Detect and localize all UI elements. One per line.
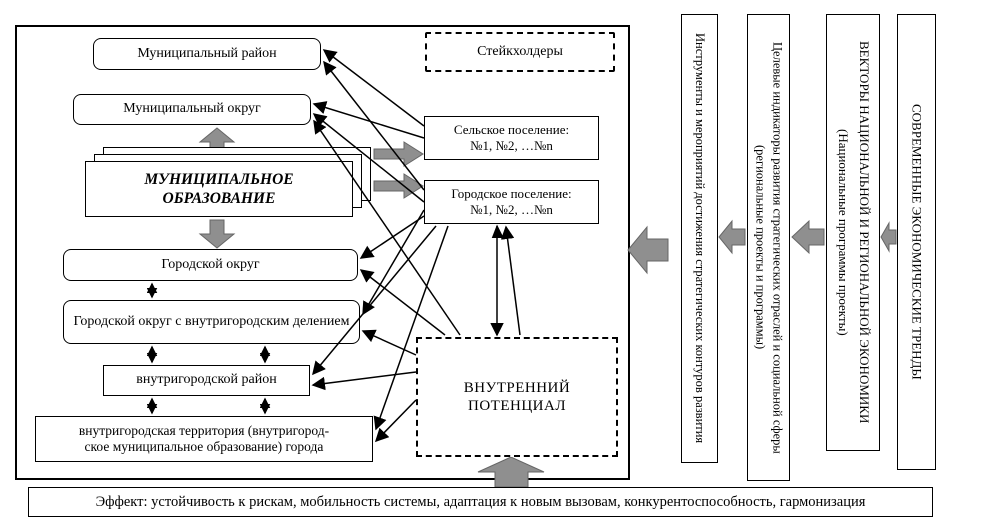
municipal-formation-box: МУНИЦИПАЛЬНОЕ ОБРАЗОВАНИЕ [85, 161, 353, 217]
urban-settlement-label: Городское поселение: №1, №2, …№n [451, 186, 572, 217]
bar-indicators-label: Целевые индикаторы развития стратегическ… [753, 41, 785, 454]
internal-potential-label: ВНУТРЕННИЙ ПОТЕНЦИАЛ [463, 380, 571, 414]
bar-trends: СОВРЕМЕННЫЕ ЭКОНОМИЧЕСКИЕ ТРЕНДЫ [897, 14, 936, 470]
intracity-territory-label: внутригородская территория (внутригород-… [78, 422, 330, 454]
stakeholders-label: Стейкхолдеры [477, 43, 563, 59]
effect-bar: Эффект: устойчивость к рискам, мобильнос… [28, 487, 933, 517]
intracity-district-box: внутригородской район [103, 365, 310, 396]
municipal-formation-line2: ОБРАЗОВАНИЕ [162, 190, 276, 207]
municipal-okrug-label: Муниципальный округ [123, 101, 261, 117]
big-left-block-arrow [627, 225, 669, 275]
internal-potential-box: ВНУТРЕННИЙ ПОТЕНЦИАЛ [416, 337, 618, 457]
rural-settlement-box: Сельское поселение: №1, №2, …№n [424, 116, 599, 160]
left-block-arrow-2 [791, 219, 825, 255]
city-okrug-division-box: Городской округ с внутригородским делени… [63, 300, 360, 344]
left-block-arrow-1 [718, 219, 746, 255]
left-block-arrow-3 [880, 221, 897, 253]
municipal-district-label: Муниципальный район [137, 45, 277, 61]
intracity-territory-box: внутригородская территория (внутригород-… [35, 416, 373, 462]
municipal-district-box: Муниципальный район [93, 38, 321, 70]
intracity-district-label: внутригородской район [136, 372, 277, 388]
rural-settlement-label: Сельское поселение: №1, №2, …№n [453, 122, 570, 153]
municipal-formation-line1: МУНИЦИПАЛЬНОЕ [144, 170, 294, 188]
effect-label: Эффект: устойчивость к рискам, мобильнос… [95, 493, 866, 510]
city-okrug-division-label: Городской округ с внутригородским делени… [73, 313, 350, 329]
municipal-okrug-box: Муниципальный округ [73, 94, 311, 125]
urban-settlement-box: Городское поселение: №1, №2, …№n [424, 180, 599, 224]
city-okrug-label: Городской округ [161, 256, 260, 272]
bar-trends-label: СОВРЕМЕННЫЕ ЭКОНОМИЧЕСКИЕ ТРЕНДЫ [909, 104, 925, 380]
bar-indicators: Целевые индикаторы развития стратегическ… [747, 14, 790, 481]
bar-vectors: ВЕКТОРЫ НАЦИОНАЛЬНОЙ И РЕГИОНАЛЬНОЙ ЭКОН… [826, 14, 880, 451]
stakeholders-box: Стейкхолдеры [425, 32, 615, 72]
bar-instruments: Инструменты и мероприятий достижения стр… [681, 14, 718, 463]
bar-instruments-label: Инструменты и мероприятий достижения стр… [692, 33, 707, 444]
city-okrug-box: Городской округ [63, 249, 358, 281]
bar-vectors-label: ВЕКТОРЫ НАЦИОНАЛЬНОЙ И РЕГИОНАЛЬНОЙ ЭКОН… [836, 41, 872, 424]
